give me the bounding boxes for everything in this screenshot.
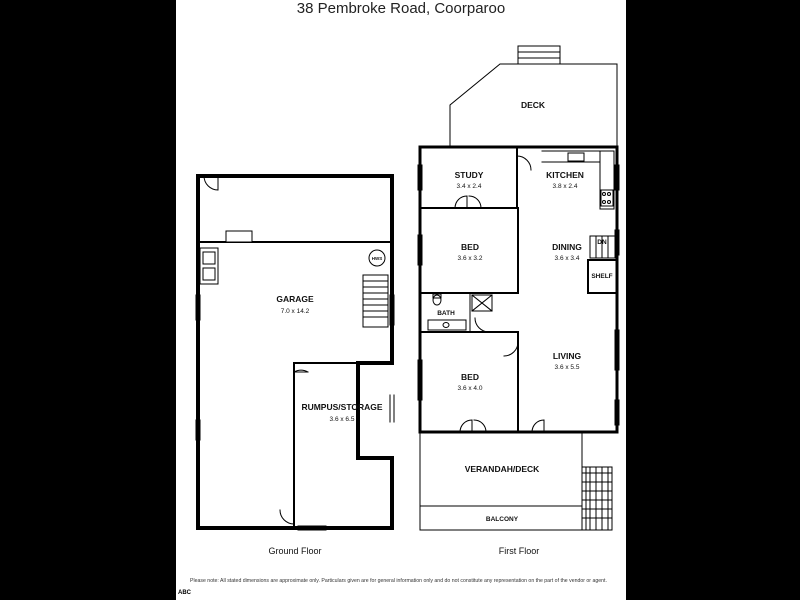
size-garage: 7.0 x 14.2 (281, 308, 310, 315)
label-deck: DECK (521, 100, 546, 110)
label-shelf: SHELF (591, 273, 612, 280)
size-study: 3.4 x 2.4 (457, 183, 482, 190)
label-dining: DINING (552, 242, 582, 252)
ground-floor-details (195, 175, 395, 531)
label-first-floor: First Floor (499, 546, 540, 556)
label-study: STUDY (455, 170, 484, 180)
size-bed-2: 3.6 x 4.0 (458, 385, 483, 392)
first-floor-details (417, 150, 620, 531)
label-garage: GARAGE (276, 294, 314, 304)
size-living: 3.6 x 5.5 (555, 364, 580, 371)
label-bath: BATH (437, 310, 455, 317)
label-bed-2: BED (461, 372, 479, 382)
size-bed-1: 3.6 x 3.2 (458, 255, 483, 262)
disclaimer-text: Please note: All stated dimensions are a… (190, 578, 607, 584)
size-rumpus: 3.6 x 6.5 (330, 416, 355, 423)
label-dn: DN (597, 239, 607, 246)
label-balcony: BALCONY (486, 516, 519, 523)
first-floor-walls (418, 145, 619, 434)
label-kitchen: KITCHEN (546, 170, 584, 180)
page-title: 38 Pembroke Road, Coorparoo (296, 0, 506, 17)
label-hws: HWS (372, 256, 383, 261)
size-kitchen: 3.8 x 2.4 (553, 183, 578, 190)
agency-logo: ABC (178, 590, 191, 596)
first-floor-deck-outline (449, 45, 618, 148)
ground-floor-walls (196, 174, 394, 530)
floor-plan-sheet (176, 0, 626, 600)
label-rumpus: RUMPUS/STORAGE (301, 402, 382, 412)
size-dining: 3.6 x 3.4 (555, 255, 580, 262)
label-living: LIVING (553, 351, 582, 361)
label-bed-1: BED (461, 242, 479, 252)
label-verandah: VERANDAH/DECK (465, 464, 540, 474)
label-ground-floor: Ground Floor (268, 546, 321, 556)
